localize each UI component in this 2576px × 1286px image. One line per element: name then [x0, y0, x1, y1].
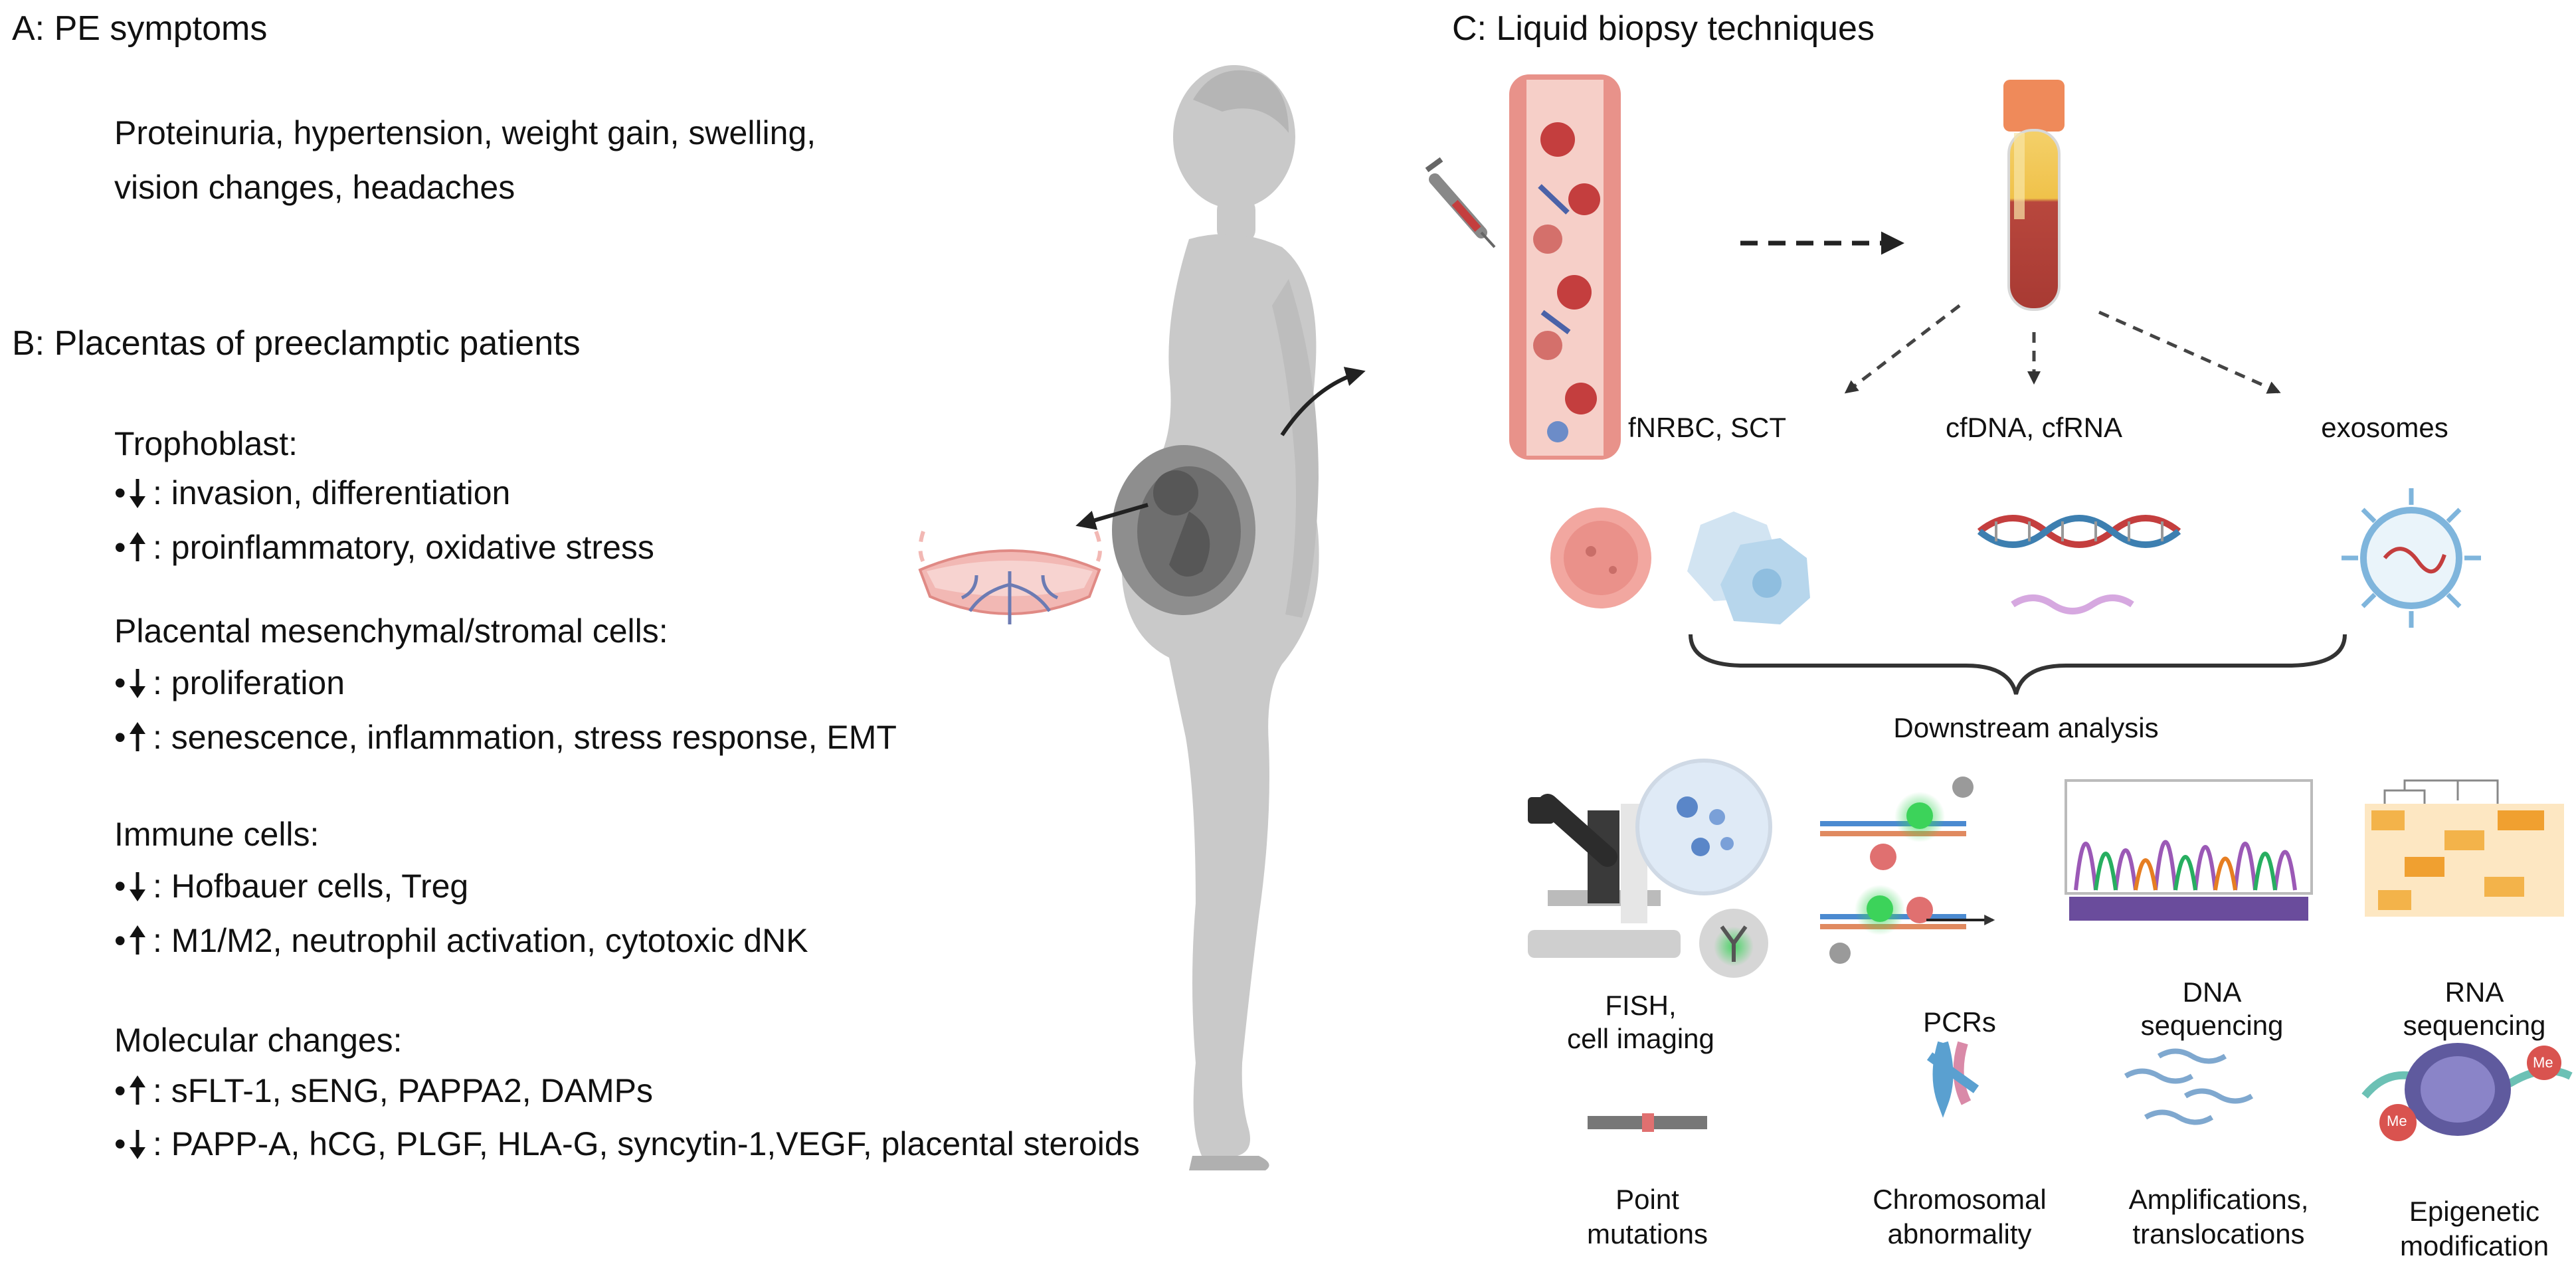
panel-a-heading: A: PE symptoms [12, 9, 268, 48]
dashed-arrow-cells [1844, 304, 1961, 394]
outcome-amplification-line-1: Amplifications, [2128, 1184, 2309, 1215]
bullet-trophoblast-1: • : invasion, differentiation [114, 474, 511, 511]
bullet-mesenchymal-2: • : senescence, inflammation, stress res… [114, 719, 897, 756]
nucleated-rbc-icon [1550, 507, 1651, 608]
group-title-mesenchymal: Placental mesenchymal/stromal cells: [114, 612, 668, 650]
method-fish-line-1: FISH, [1605, 990, 1677, 1021]
pcr-icon [1820, 777, 1995, 964]
nucleosome-icon [2361, 1043, 2573, 1141]
source-label-exosomes: exosomes [2321, 412, 2448, 443]
outcome-epigenetic-line-1: Epigenetic [2409, 1196, 2540, 1227]
symptoms-line-1: Proteinuria, hypertension, weight gain, … [114, 114, 816, 151]
chromosome-icon [1926, 1041, 1979, 1118]
bullet-text: : proinflammatory, oxidative stress [153, 529, 654, 566]
methylation-mark-label: Me [2387, 1113, 2407, 1129]
method-rna-seq-line-2: sequencing [2403, 1010, 2546, 1041]
outcome-point-line-2: mutations [1586, 1218, 1708, 1249]
method-dna-seq-line-2: sequencing [2140, 1010, 2284, 1041]
blood-tube-icon [2003, 80, 2065, 311]
bullet-mesenchymal-1: • : proliferation [114, 664, 345, 701]
panel-c-heading: C: Liquid biopsy techniques [1452, 9, 1875, 48]
blood-vessel-icon [1509, 74, 1621, 460]
point-mutation-icon [1588, 1113, 1707, 1132]
exosome-icon [2342, 488, 2481, 628]
bullet-text: : sFLT-1, sENG, PAPPA2, DAMPs [153, 1072, 653, 1109]
panel-b-heading: B: Placentas of preeclamptic patients [12, 324, 581, 363]
bullet-text: : invasion, differentiation [153, 474, 511, 511]
arrow-up-icon [130, 925, 145, 955]
arrow-up-icon [130, 532, 145, 561]
bullet-text: : proliferation [153, 664, 345, 701]
dna-helix-icon [1977, 515, 2181, 548]
grouping-brace [1689, 634, 2347, 695]
bullet-molecular-2: • : PAPP-A, hCG, PLGF, HLA-G, syncytin-1… [114, 1125, 1140, 1162]
amplification-dna-icon [2124, 1048, 2254, 1125]
outcome-chromosomal-line-1: Chromosomal [1873, 1184, 2047, 1215]
placenta-icon [918, 530, 1102, 624]
source-label-nucleic-acids: cfDNA, cfRNA [1945, 412, 2123, 443]
bullet-molecular-1: • : sFLT-1, sENG, PAPPA2, DAMPs [114, 1072, 653, 1109]
arrow-to-liquid-biopsy [1280, 367, 1366, 436]
bullet-text: : Hofbauer cells, Treg [153, 868, 469, 905]
method-pcr-line-1: PCRs [1923, 1006, 1996, 1038]
pregnant-woman-silhouette-icon [1121, 65, 1319, 1170]
bullet-immune-2: • : M1/M2, neutrophil activation, cytoto… [114, 922, 808, 959]
trophoblast-cells-icon [1687, 511, 1810, 624]
method-fish-line-2: cell imaging [1567, 1023, 1714, 1054]
arrow-down-icon [130, 479, 145, 508]
dna-chromatogram-icon [2065, 779, 2313, 921]
bullet-text: : PAPP-A, hCG, PLGF, HLA-G, syncytin-1,V… [153, 1125, 1140, 1162]
methylation-mark-label-2: Me [2533, 1054, 2553, 1071]
group-title-trophoblast: Trophoblast: [114, 425, 298, 462]
group-title-molecular: Molecular changes: [114, 1022, 403, 1059]
method-rna-seq-line-1: RNA [2444, 976, 2504, 1008]
method-dna-seq-line-1: DNA [2182, 976, 2242, 1008]
arrow-down-icon [130, 1130, 145, 1159]
bullet-trophoblast-2: • : proinflammatory, oxidative stress [114, 529, 654, 566]
arrow-down-icon [130, 669, 145, 698]
microscope-icon [1528, 759, 1772, 978]
outcome-amplification-line-2: translocations [2132, 1218, 2305, 1249]
heatmap-icon [2365, 779, 2564, 917]
bullet-immune-1: • : Hofbauer cells, Treg [114, 868, 469, 905]
arrow-up-icon [130, 722, 145, 751]
group-title-immune: Immune cells: [114, 816, 320, 853]
rna-strand-icon [2011, 595, 2134, 614]
outcome-chromosomal-line-2: abnormality [1887, 1218, 2032, 1249]
downstream-analysis-label: Downstream analysis [1893, 712, 2159, 743]
arrow-to-placenta [1075, 503, 1149, 530]
arrow-down-icon [130, 872, 145, 901]
outcome-epigenetic-line-2: modification [2399, 1230, 2549, 1261]
bullet-text: : M1/M2, neutrophil activation, cytotoxi… [153, 922, 808, 959]
outcome-point-line-1: Point [1615, 1184, 1679, 1215]
syringe-icon [1425, 157, 1496, 248]
dashed-arrow-exosomes [2098, 310, 2281, 394]
arrow-up-icon [130, 1075, 145, 1105]
source-label-cells: fNRBC, SCT [1627, 412, 1786, 443]
bullet-text: : senescence, inflammation, stress respo… [153, 719, 897, 756]
fetus-icon [1112, 445, 1255, 615]
symptoms-line-2: vision changes, headaches [114, 169, 515, 206]
